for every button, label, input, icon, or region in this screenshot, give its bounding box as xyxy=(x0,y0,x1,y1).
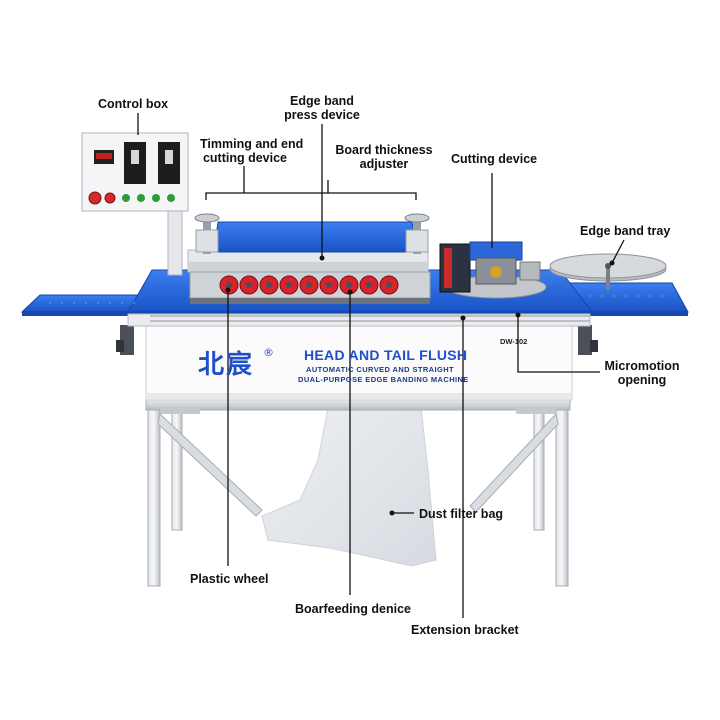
front-panel xyxy=(145,324,573,401)
label-micromotion-line2: opening xyxy=(617,373,667,387)
label-edge-band-press-line1: Edge band xyxy=(290,94,354,108)
label-dust-filter-bag: Dust filter bag xyxy=(419,507,504,521)
label-edge-band-tray: Edge band tray xyxy=(580,224,671,238)
registered-mark: ® xyxy=(263,346,274,359)
stand xyxy=(145,397,571,587)
edge-band-tray xyxy=(549,253,667,290)
label-plastic-wheel: Plastic wheel xyxy=(190,572,269,586)
label-timming-cutting: Timming and end cutting device xyxy=(200,137,304,165)
cutting-device xyxy=(439,241,547,299)
board-thickness-adjuster xyxy=(194,213,430,254)
label-thickness-line1: Board thickness xyxy=(335,143,433,157)
dust-filter-bag xyxy=(261,397,437,567)
plastic-wheel-row xyxy=(189,271,431,304)
label-cutting-device: Cutting device xyxy=(451,152,538,166)
brand-logo: 北宸 xyxy=(198,350,255,380)
machine-subtitle-2: DUAL-PURPOSE EDGE BANDING MACHINE xyxy=(298,375,469,384)
model-number: DW-102 xyxy=(500,337,528,346)
label-edge-band-press: Edge band press device xyxy=(284,94,360,122)
label-control-box: Control box xyxy=(98,97,169,111)
control-box xyxy=(81,132,189,276)
label-timming-line1: Timming and end xyxy=(200,137,304,151)
label-thickness-line2: adjuster xyxy=(359,157,409,171)
leader-endpoints xyxy=(225,255,615,516)
label-micromotion: Micromotion opening xyxy=(602,359,682,387)
label-boarfeeding: Boarfeeding denice xyxy=(295,602,411,616)
side-clamps xyxy=(116,325,598,355)
label-extension-bracket: Extension bracket xyxy=(411,623,519,637)
label-timming-line2: cutting device xyxy=(202,151,288,165)
leader-lines xyxy=(137,113,625,618)
table-texture xyxy=(48,294,664,305)
machine-title: HEAD AND TAIL FLUSH xyxy=(304,347,468,363)
edge-band-press-device xyxy=(187,221,429,273)
label-micromotion-line1: Micromotion xyxy=(604,359,680,373)
label-board-thickness: Board thickness adjuster xyxy=(332,143,436,171)
label-edge-band-press-line2: press device xyxy=(284,108,360,122)
machine-subtitle-1: AUTOMATIC CURVED AND STRAIGHT xyxy=(306,365,454,374)
